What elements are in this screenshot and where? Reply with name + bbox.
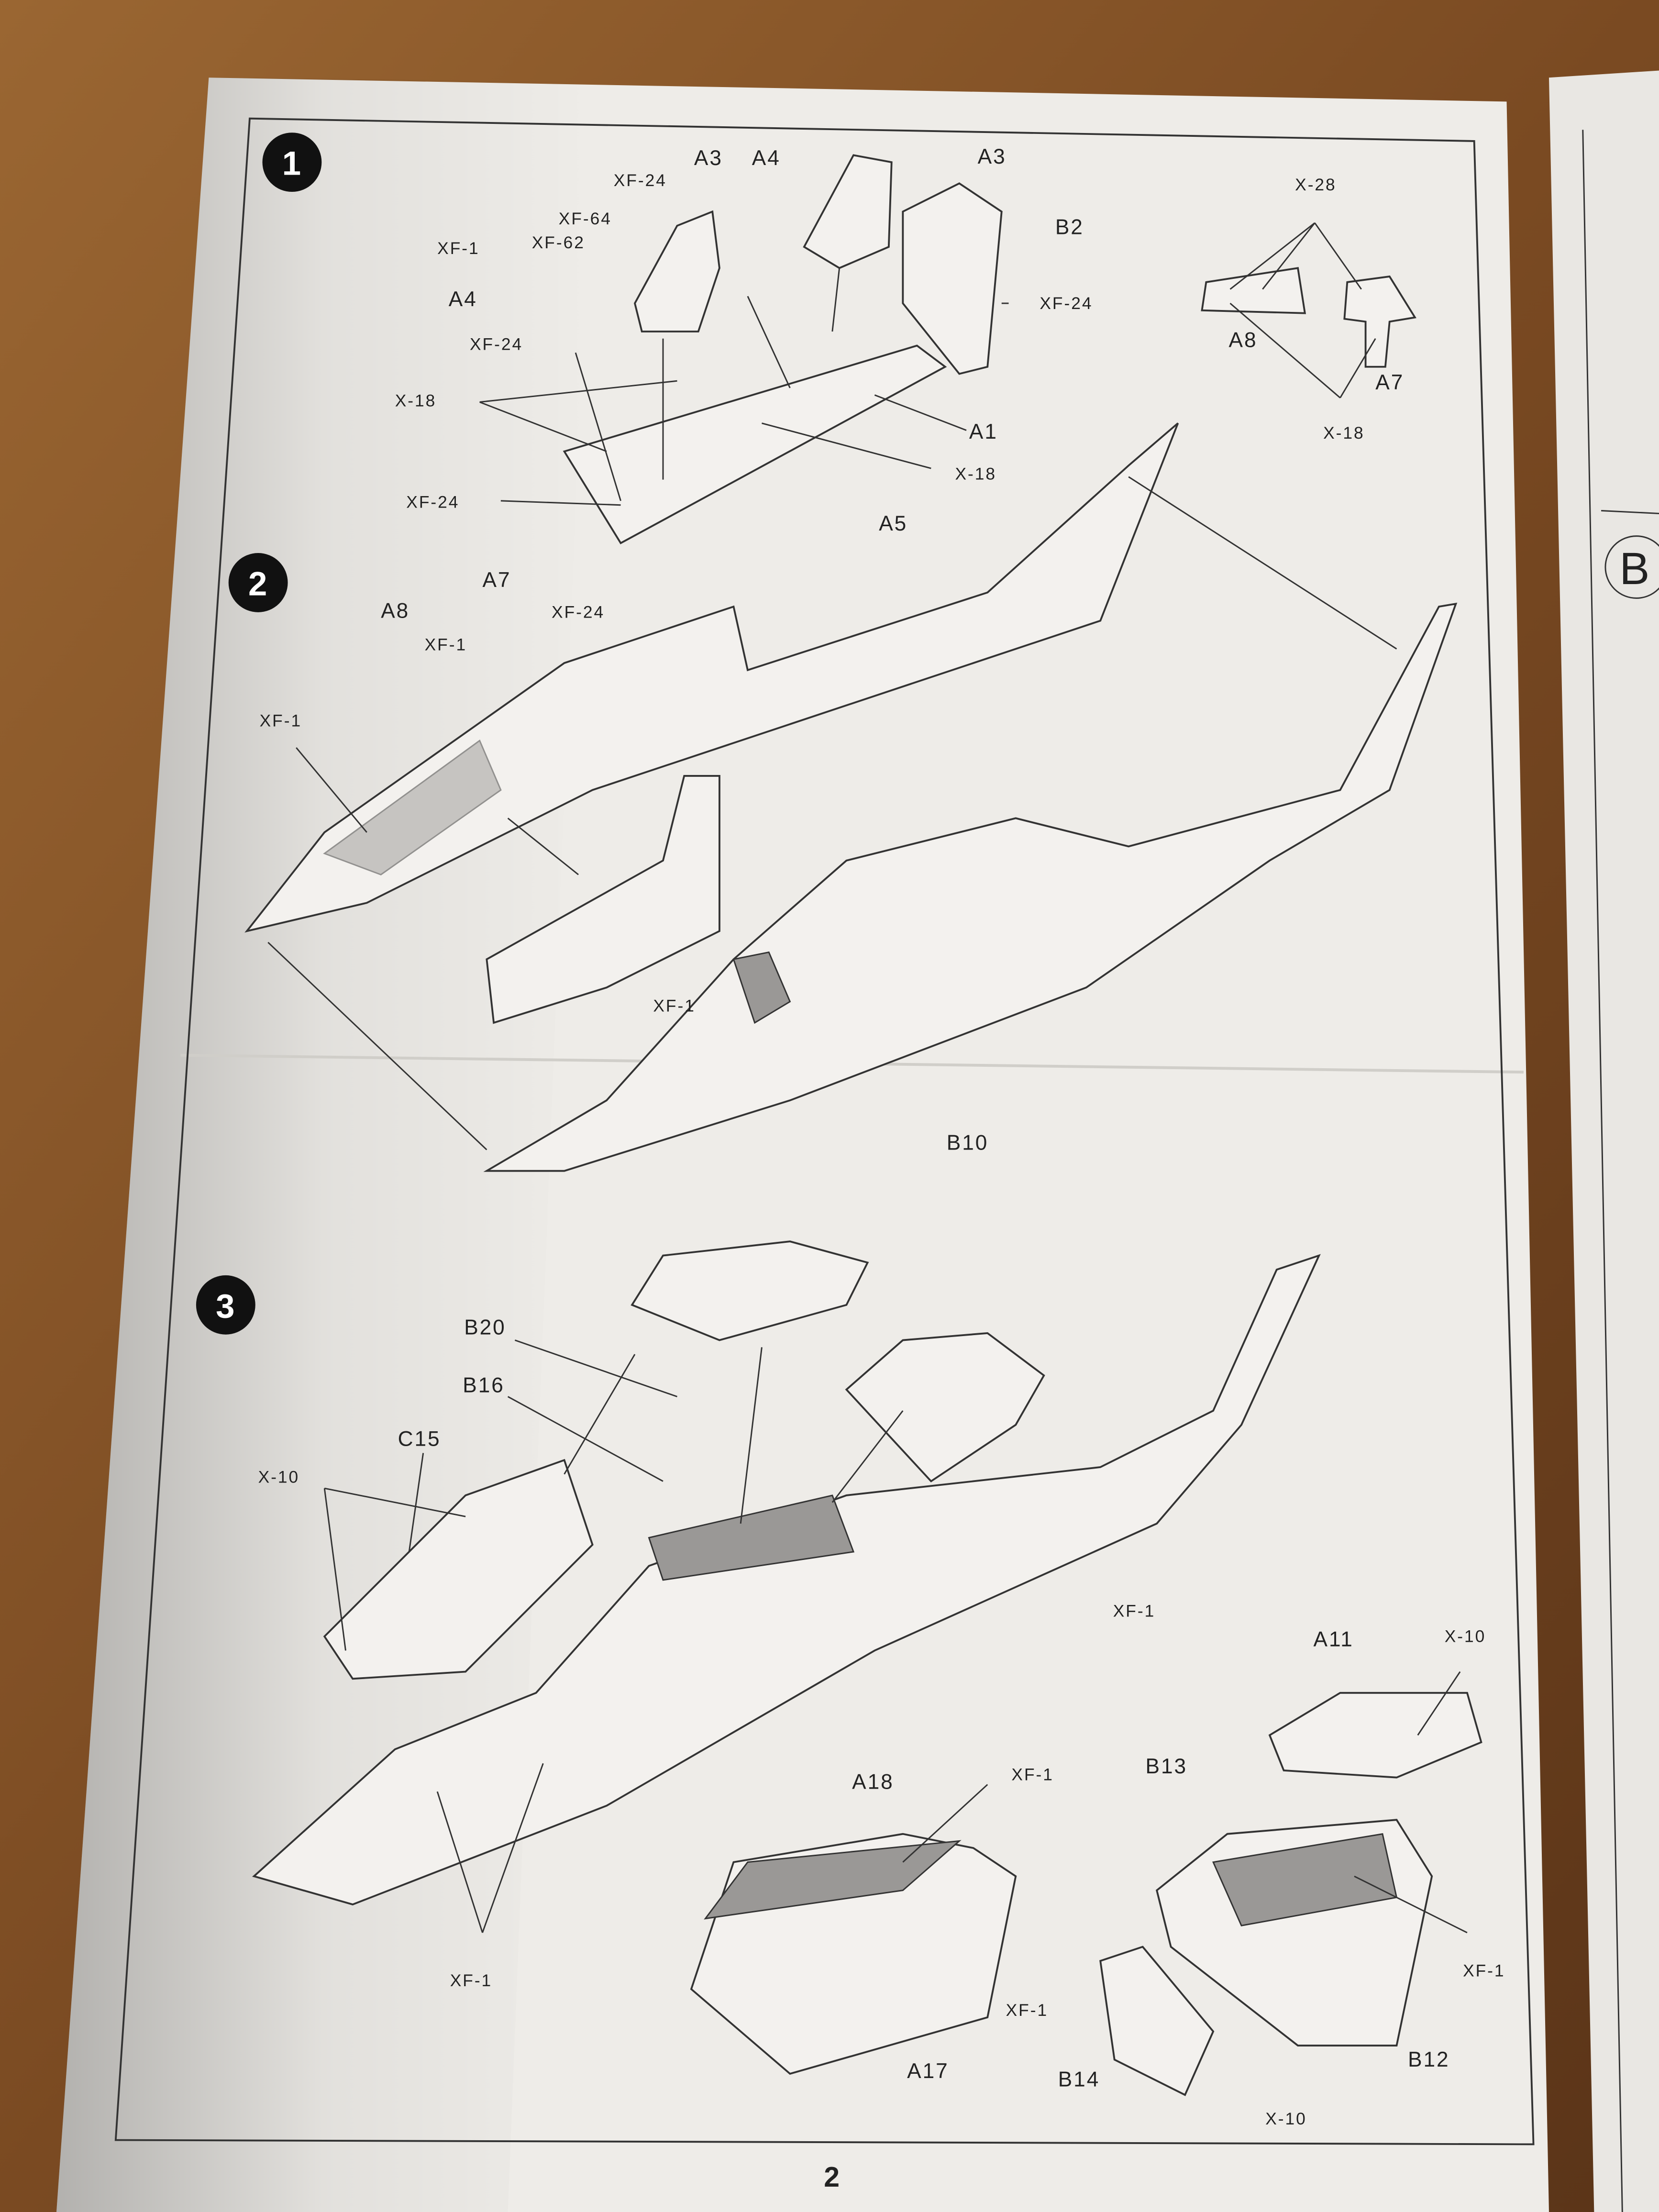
step-1: 1 bbox=[262, 133, 1416, 544]
paint-label: XF-1 bbox=[1463, 1962, 1505, 1980]
paint-label: X-18 bbox=[955, 465, 996, 484]
step-2-badge bbox=[228, 553, 288, 612]
part-a8-panel bbox=[1201, 267, 1306, 314]
part-label: B16 bbox=[463, 1374, 505, 1397]
part-label: B20 bbox=[464, 1316, 506, 1339]
part-b2 bbox=[902, 182, 1003, 375]
part-rotor-cover bbox=[630, 1240, 869, 1341]
page-number: 2 bbox=[824, 2162, 841, 2193]
part-label: C15 bbox=[398, 1427, 441, 1451]
part-label: B13 bbox=[1146, 1755, 1188, 1778]
page-border bbox=[114, 117, 1535, 2146]
part-label: B10 bbox=[947, 1131, 989, 1154]
part-a3-seat-front bbox=[803, 154, 893, 269]
part-a1-tub bbox=[563, 344, 947, 544]
part-label: A5 bbox=[879, 512, 907, 535]
part-label: A18 bbox=[852, 1770, 894, 1793]
step-1-labels: A3 A4 A3 B2 XF-24 XF-64 XF-62 XF-1 A4 XF… bbox=[395, 145, 1404, 512]
paint-label: XF-62 bbox=[532, 233, 585, 252]
paint-label: X-18 bbox=[395, 391, 437, 410]
part-label: A4 bbox=[752, 146, 781, 170]
part-label: A3 bbox=[694, 146, 723, 170]
part-label: A8 bbox=[381, 599, 409, 623]
part-label: A11 bbox=[1313, 1627, 1353, 1651]
paint-label: X-10 bbox=[258, 1468, 300, 1486]
part-b14 bbox=[1099, 1946, 1215, 2096]
paint-label: XF-1 bbox=[450, 1971, 492, 1990]
right-page-marker: B bbox=[1619, 543, 1651, 594]
paint-label: XF-1 bbox=[1113, 1602, 1155, 1621]
paint-label: XF-24 bbox=[406, 493, 459, 512]
part-label: A17 bbox=[907, 2059, 949, 2083]
step-3: 3 bbox=[196, 1240, 1482, 2096]
part-exhaust-cover bbox=[845, 1332, 1045, 1482]
right-page-marker-circle bbox=[1604, 535, 1659, 599]
paint-label: XF-1 bbox=[260, 712, 302, 730]
part-label: A4 bbox=[449, 288, 477, 311]
step-3-labels: B20 B16 C15 X-10 XF-1 A11 X-10 B13 A18 X… bbox=[258, 1316, 1505, 2128]
paint-label: XF-64 bbox=[559, 210, 612, 228]
part-label: A7 bbox=[483, 568, 511, 592]
step-1-number: 1 bbox=[282, 144, 301, 182]
step-2-number: 2 bbox=[248, 564, 267, 602]
paint-label: XF-1 bbox=[1011, 1766, 1053, 1784]
part-label: A3 bbox=[978, 145, 1006, 168]
paint-label: XF-24 bbox=[1040, 294, 1093, 313]
part-fuselage-assembled bbox=[252, 1254, 1321, 1906]
paint-label: XF-1 bbox=[437, 239, 479, 258]
step-2-labels: A5 A7 A8 XF-24 XF-1 XF-1 XF-1 B10 bbox=[260, 512, 989, 1155]
paint-label: XF-1 bbox=[1006, 2001, 1048, 2020]
part-a3-seat-rear bbox=[633, 210, 720, 332]
part-label: B14 bbox=[1058, 2068, 1100, 2091]
paint-label: XF-24 bbox=[614, 171, 667, 190]
part-b10-fuselage-half bbox=[483, 602, 1458, 1172]
right-page-border bbox=[1582, 130, 1623, 2212]
part-label: B2 bbox=[1055, 216, 1084, 239]
paint-label: XF-24 bbox=[470, 335, 523, 354]
part-a11 bbox=[1268, 1692, 1482, 1779]
part-a7-panel bbox=[1343, 275, 1416, 368]
step-3-number: 3 bbox=[216, 1287, 234, 1325]
paint-label: X-28 bbox=[1295, 176, 1337, 194]
step-2: 2 bbox=[228, 422, 1458, 1172]
part-label: A7 bbox=[1375, 371, 1404, 394]
paint-label: XF-1 bbox=[425, 635, 467, 654]
part-label: A1 bbox=[969, 420, 998, 443]
paint-label: X-18 bbox=[1323, 424, 1365, 442]
paint-label: XF-24 bbox=[552, 603, 605, 622]
part-c15-canopy bbox=[323, 1459, 594, 1680]
paint-label: X-10 bbox=[1445, 1627, 1486, 1646]
step-1-badge bbox=[262, 133, 322, 192]
paint-label: XF-1 bbox=[653, 996, 695, 1015]
right-page bbox=[1548, 70, 1659, 2212]
part-label: B12 bbox=[1408, 2048, 1450, 2071]
part-a1-cockpit-tub bbox=[486, 775, 720, 1024]
part-label: A8 bbox=[1229, 328, 1258, 352]
step-3-badge bbox=[196, 1275, 255, 1335]
paint-label: X-10 bbox=[1265, 2110, 1307, 2128]
